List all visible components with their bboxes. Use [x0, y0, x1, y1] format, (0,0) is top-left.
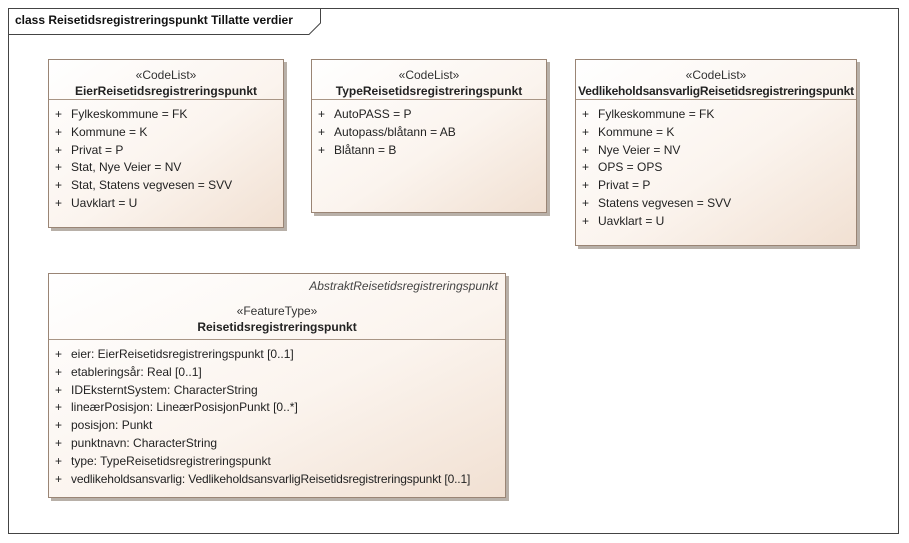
stereotype-label: «CodeList»: [685, 68, 747, 82]
attribute-row: + Fylkeskommune = FK: [576, 106, 856, 124]
attribute-row: + etableringsår: Real [0..1]: [49, 364, 505, 382]
attribute-row: + Kommune = K: [49, 124, 283, 142]
frame-title-tab: [9, 9, 321, 35]
visibility-marker: +: [55, 107, 63, 121]
attribute-row: + OPS = OPS: [576, 159, 856, 177]
attribute-text: Fylkeskommune = FK: [598, 107, 715, 121]
class-name: VedlikeholdsansvarligReisetidsregistreri…: [578, 84, 854, 98]
attribute-text: Privat = P: [598, 178, 651, 193]
attribute-row: + Kommune = K: [576, 124, 856, 142]
class-header: «CodeList» TypeReisetidsregistreringspun…: [312, 60, 546, 100]
visibility-marker: +: [582, 213, 590, 228]
attribute-row: + type: TypeReisetidsregistreringspunkt: [49, 453, 505, 471]
attribute-row: + AutoPASS = P: [312, 106, 546, 124]
class-header: «FeatureType» Reisetidsregistreringspunk…: [49, 292, 505, 340]
visibility-marker: +: [55, 400, 63, 415]
visibility-marker: +: [582, 195, 590, 210]
attribute-text: vedlikeholdsansvarlig: Vedlikeholdsansva…: [71, 471, 471, 486]
attribute-text: etableringsår: Real [0..1]: [71, 364, 202, 379]
visibility-marker: +: [318, 142, 326, 157]
visibility-marker: +: [582, 178, 590, 193]
attribute-row: + Uavklart = U: [49, 195, 283, 213]
attribute-text: Stat, Statens vegvesen = SVV: [71, 178, 233, 193]
stereotype-label: «CodeList»: [398, 68, 460, 82]
attribute-text: Nye Veier = NV: [598, 142, 681, 157]
attribute-row: + Stat, Statens vegvesen = SVV: [49, 177, 283, 195]
visibility-marker: +: [582, 107, 590, 121]
visibility-marker: +: [318, 107, 326, 121]
attribute-text: Blåtann = B: [334, 142, 397, 157]
class-type-reisetidsregistreringspunkt[interactable]: «CodeList» TypeReisetidsregistreringspun…: [311, 59, 547, 213]
attribute-text: Fylkeskommune = FK: [71, 107, 188, 121]
attribute-row: + eier: EierReisetidsregistreringspunkt […: [49, 346, 505, 364]
visibility-marker: +: [55, 160, 63, 175]
visibility-marker: +: [582, 142, 590, 157]
attribute-row: + Autopass/blåtann = AB: [312, 124, 546, 142]
attribute-text: punktnavn: CharacterString: [71, 435, 218, 450]
visibility-marker: +: [55, 418, 63, 433]
visibility-marker: +: [582, 160, 590, 175]
visibility-marker: +: [55, 364, 63, 379]
frame-title: class Reisetidsregistreringspunkt Tillat…: [15, 13, 293, 27]
attribute-row: + punktnavn: CharacterString: [49, 435, 505, 453]
stereotype-label: «FeatureType»: [236, 304, 318, 318]
attribute-list: + eier: EierReisetidsregistreringspunkt […: [49, 340, 505, 488]
attribute-row: + Uavklart = U: [576, 213, 856, 231]
visibility-marker: +: [55, 124, 63, 139]
class-vedlikeholdsansvarlig-reisetidsregistreringspunkt[interactable]: «CodeList» VedlikeholdsansvarligReisetid…: [575, 59, 857, 246]
attribute-row: + Privat = P: [49, 142, 283, 160]
attribute-row: + Stat, Nye Veier = NV: [49, 159, 283, 177]
attribute-row: + IDEksterntSystem: CharacterString: [49, 382, 505, 400]
attribute-text: Privat = P: [71, 142, 124, 157]
attribute-text: Uavklart = U: [71, 195, 138, 210]
attribute-text: AutoPASS = P: [334, 107, 412, 121]
visibility-marker: +: [55, 382, 63, 397]
attribute-text: Uavklart = U: [598, 213, 665, 228]
abstract-parent-label: AbstraktReisetidsregistreringspunkt: [309, 279, 498, 293]
attribute-text: Stat, Nye Veier = NV: [71, 160, 182, 175]
attribute-row: + Privat = P: [576, 177, 856, 195]
visibility-marker: +: [55, 435, 63, 450]
attribute-text: Autopass/blåtann = AB: [334, 124, 456, 139]
attribute-text: eier: EierReisetidsregistreringspunkt [0…: [71, 347, 294, 361]
attribute-row: + vedlikeholdsansvarlig: Vedlikeholdsansv…: [49, 471, 505, 489]
visibility-marker: +: [318, 124, 326, 139]
stereotype-label: «CodeList»: [135, 68, 197, 82]
class-name: Reisetidsregistreringspunkt: [197, 320, 357, 334]
attribute-text: posisjon: Punkt: [71, 418, 153, 433]
attribute-row: + Blåtann = B: [312, 142, 546, 160]
attribute-text: lineærPosisjon: LineærPosisjonPunkt [0..…: [71, 400, 298, 415]
attribute-text: IDEksterntSystem: CharacterString: [71, 382, 258, 397]
attribute-text: OPS = OPS: [598, 160, 663, 175]
class-header: «CodeList» VedlikeholdsansvarligReisetid…: [576, 60, 856, 100]
attribute-text: Kommune = K: [598, 124, 675, 139]
visibility-marker: +: [55, 178, 63, 193]
attribute-list: + Fylkeskommune = FK + Kommune = K + Privat…: [49, 100, 283, 213]
visibility-marker: +: [55, 347, 63, 361]
attribute-text: type: TypeReisetidsregistreringspunkt: [71, 453, 271, 468]
attribute-row: + Nye Veier = NV: [576, 142, 856, 160]
attribute-list: + Fylkeskommune = FK + Kommune = K + Nye Ve…: [576, 100, 856, 231]
visibility-marker: +: [55, 142, 63, 157]
visibility-marker: +: [55, 471, 63, 486]
class-reisetidsregistreringspunkt[interactable]: AbstraktReisetidsregistreringspunkt «Fea…: [48, 273, 506, 498]
attribute-row: + posisjon: Punkt: [49, 417, 505, 435]
class-name: TypeReisetidsregistreringspunkt: [335, 84, 523, 98]
class-name: EierReisetidsregistreringspunkt: [74, 84, 258, 98]
visibility-marker: +: [582, 124, 590, 139]
class-eier-reisetidsregistreringspunkt[interactable]: «CodeList» EierReisetidsregistreringspun…: [48, 59, 284, 228]
attribute-text: Statens vegvesen = SVV: [598, 195, 732, 210]
attribute-row: + Statens vegvesen = SVV: [576, 195, 856, 213]
visibility-marker: +: [55, 453, 63, 468]
class-header: «CodeList» EierReisetidsregistreringspun…: [49, 60, 283, 100]
visibility-marker: +: [55, 195, 63, 210]
attribute-row: + Fylkeskommune = FK: [49, 106, 283, 124]
attribute-list: + AutoPASS = P + Autopass/blåtann = AB + Bl…: [312, 100, 546, 159]
attribute-row: + lineærPosisjon: LineærPosisjonPunkt [0.…: [49, 399, 505, 417]
attribute-text: Kommune = K: [71, 124, 148, 139]
